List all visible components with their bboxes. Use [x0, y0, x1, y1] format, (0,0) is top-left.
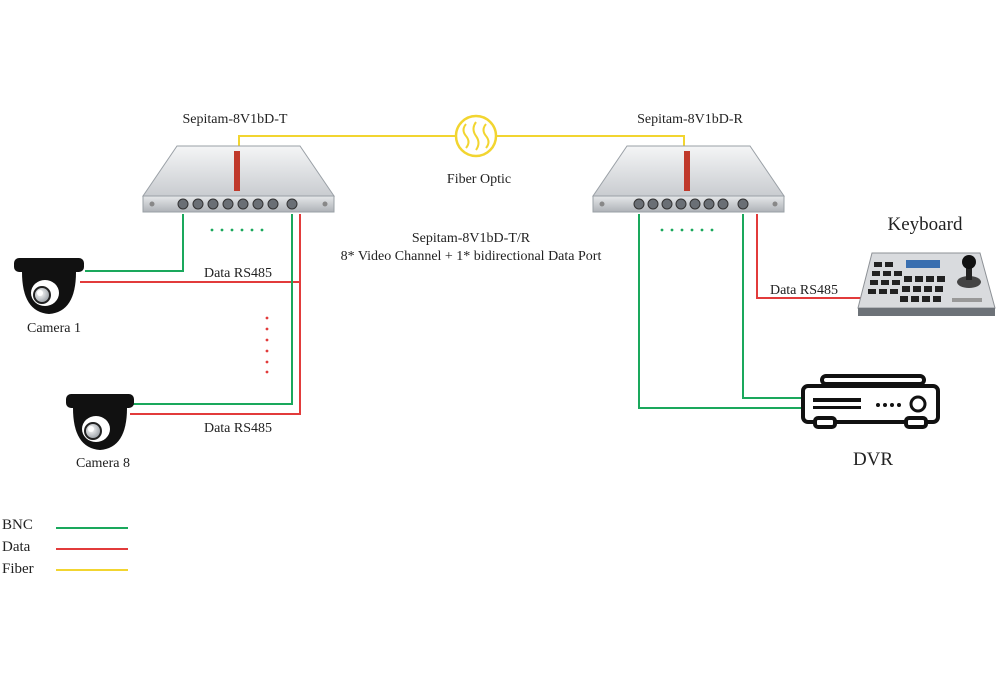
bnc-cable-camera8	[133, 214, 293, 405]
dome-camera-8-icon	[66, 394, 134, 450]
transmitter-device: Sepitam-8V1bD-T	[142, 112, 335, 213]
fiber-optic-icon	[454, 114, 498, 158]
data-cable-camera8	[130, 214, 301, 415]
camera8-data-label: Data RS485	[204, 421, 272, 436]
data-cable-keyboard	[756, 214, 862, 299]
transmitter-bnc-ports	[177, 198, 298, 210]
dome-camera-1-icon	[14, 258, 84, 314]
bnc-dots-receiver	[660, 228, 714, 232]
legend-fiber-label: Fiber	[2, 561, 34, 577]
keyboard-data-label: Data RS485	[770, 283, 838, 298]
fiber-label: Fiber Optic	[447, 172, 511, 187]
dvr-label: DVR	[853, 449, 893, 470]
cables	[80, 135, 862, 415]
legend-bnc-label: BNC	[2, 517, 33, 533]
legend: BNC Data Fiber	[2, 517, 128, 577]
device-brand-strip	[234, 151, 240, 191]
keyboard-label: Keyboard	[888, 214, 963, 235]
bnc-cable-dvr-1	[638, 214, 802, 409]
description-line1: Sepitam-8V1bD-T/R	[412, 231, 531, 246]
bnc-cable-dvr-8	[742, 214, 802, 399]
camera-dots-vertical	[265, 316, 269, 374]
bnc-dots-transmitter	[210, 228, 264, 232]
device-brand-strip	[684, 151, 690, 191]
transmitter-label: Sepitam-8V1bD-T	[183, 112, 288, 127]
bnc-cable-camera1	[85, 214, 184, 272]
camera1-label: Camera 1	[27, 321, 81, 336]
receiver-label: Sepitam-8V1bD-R	[637, 112, 743, 127]
legend-data-label: Data	[2, 539, 31, 555]
receiver-bnc-ports	[633, 198, 749, 210]
camera8-label: Camera 8	[76, 456, 130, 471]
receiver-device: Sepitam-8V1bD-R	[592, 112, 785, 213]
ptz-keyboard-icon	[857, 252, 996, 316]
description-line2: 8* Video Channel + 1* bidirectional Data…	[341, 249, 602, 264]
dvr-icon	[801, 374, 940, 429]
camera1-data-label: Data RS485	[204, 266, 272, 281]
